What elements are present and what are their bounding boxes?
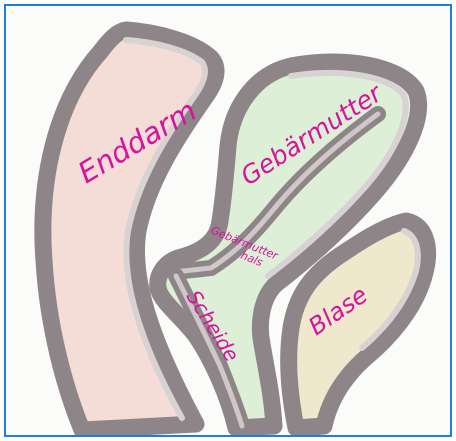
diagram-frame: Enddarm Gebärmutter Gebärmutter hals Sch…	[4, 4, 452, 437]
anatomy-diagram: Enddarm Gebärmutter Gebärmutter hals Sch…	[6, 6, 452, 437]
